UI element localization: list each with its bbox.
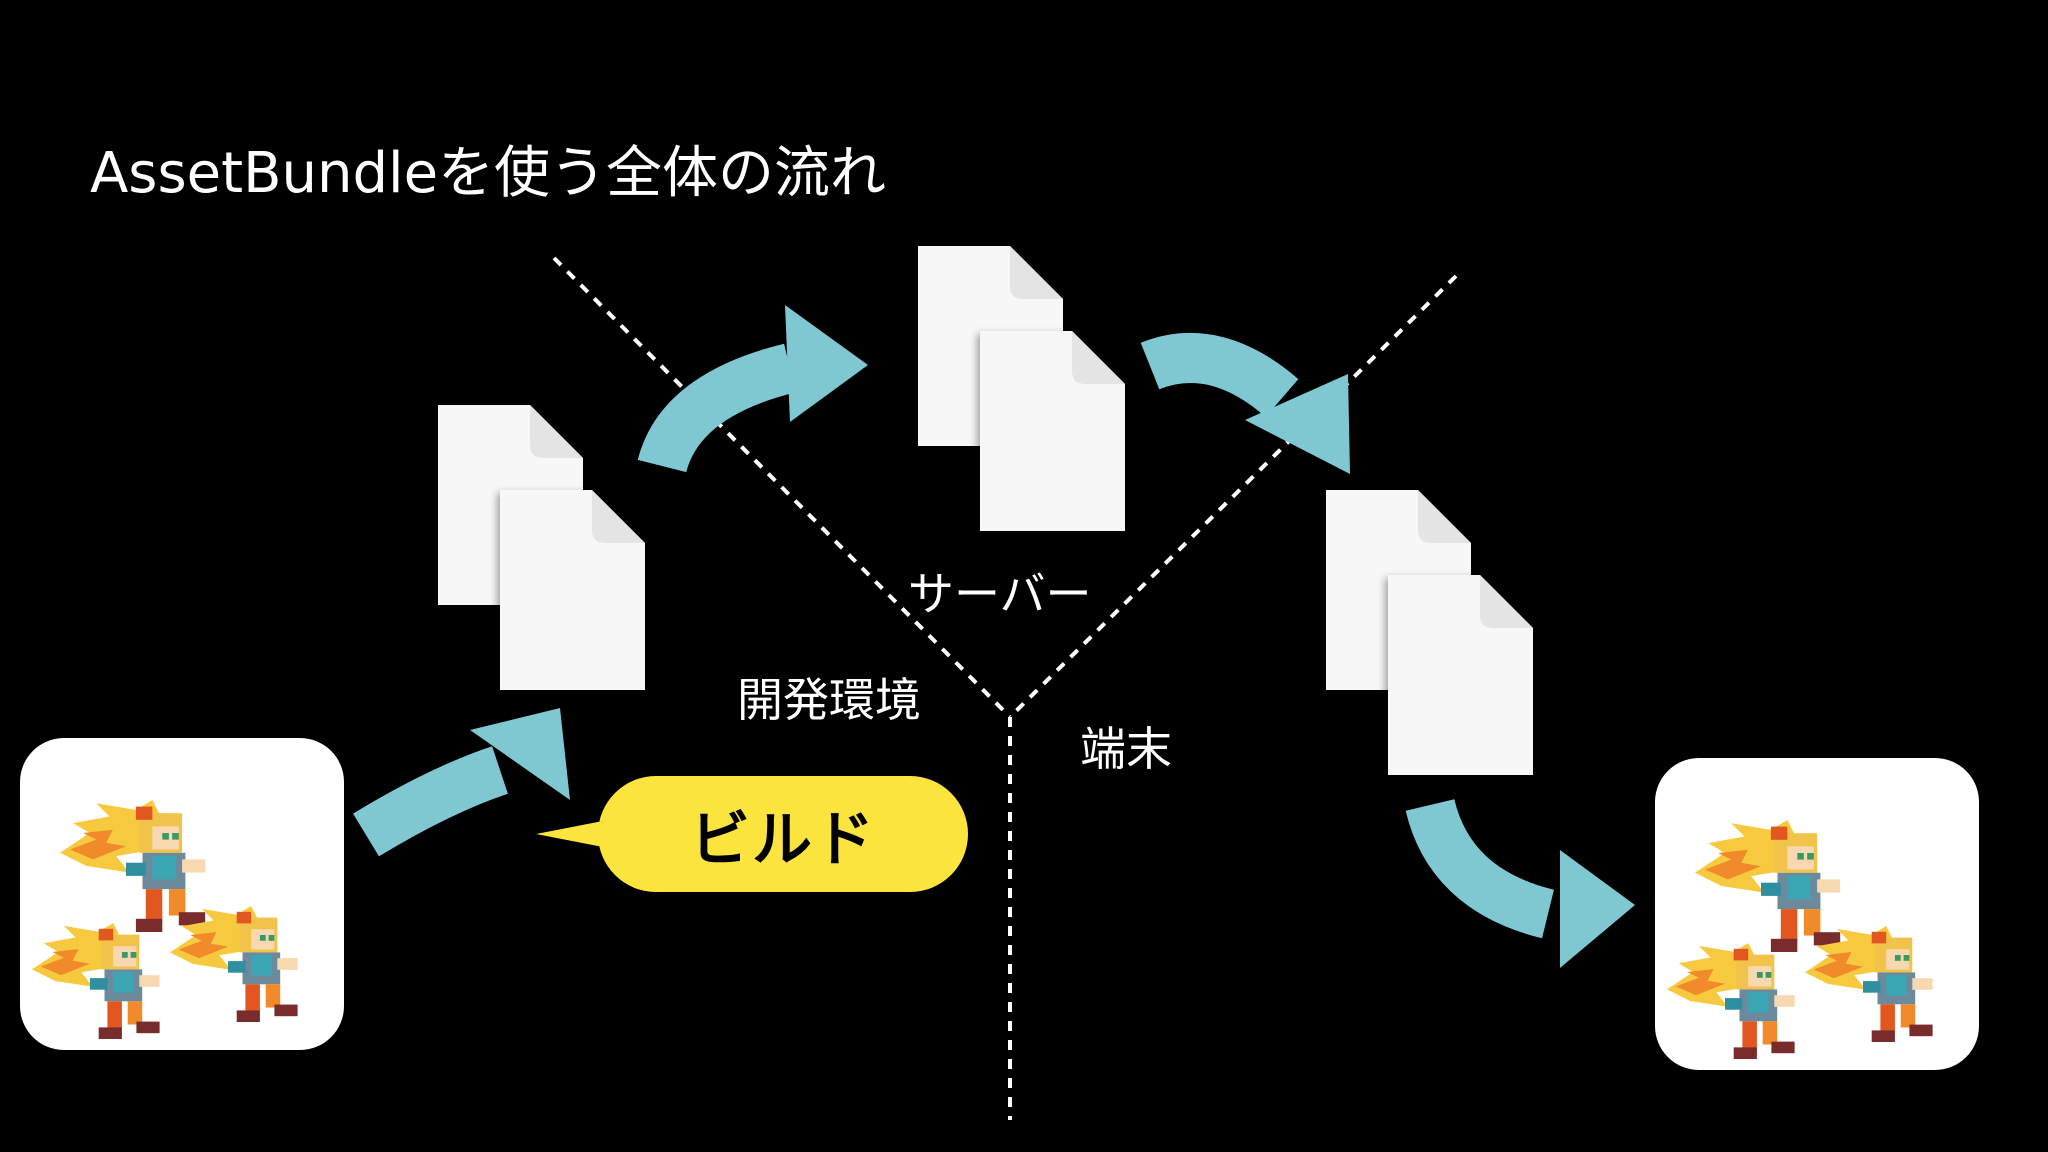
document-pair-icon: [1326, 490, 1533, 775]
slide-title: AssetBundleを使う全体の流れ: [90, 141, 887, 206]
zone-divider: [552, 256, 1458, 1120]
divider-right-branch: [1008, 274, 1458, 719]
build-callout: ビルド: [598, 776, 968, 892]
sprite-characters-icon: [20, 738, 344, 1050]
source-asset-tile: [20, 738, 344, 1050]
server-zone-label: サーバー: [908, 567, 1092, 621]
arrow-to-loaded-asset-icon: [1405, 798, 1555, 939]
arrow-head-download: [1245, 374, 1350, 474]
bundle-files-device: [1326, 490, 1533, 775]
bundle-files-dev: [438, 405, 645, 690]
arrow-head-build: [470, 708, 570, 800]
sprite-characters-icon: [1655, 758, 1979, 1070]
loaded-asset-tile: [1655, 758, 1979, 1070]
arrow-to-server-icon: [637, 343, 797, 474]
build-callout-label: ビルド: [690, 804, 876, 875]
arrow-to-device-icon: [1140, 332, 1299, 418]
bundle-files-server: [918, 246, 1125, 531]
device-zone-label: 端末: [1080, 722, 1172, 776]
arrow-to-bundle-icon: [353, 746, 509, 857]
build-callout-tail: [536, 820, 608, 848]
dev-environment-zone-label: 開発環境: [737, 673, 921, 727]
document-pair-icon: [438, 405, 645, 690]
document-pair-icon: [918, 246, 1125, 531]
divider-left-branch: [552, 256, 1012, 719]
arrow-head-load: [1560, 850, 1635, 968]
arrow-head-upload: [785, 305, 868, 422]
